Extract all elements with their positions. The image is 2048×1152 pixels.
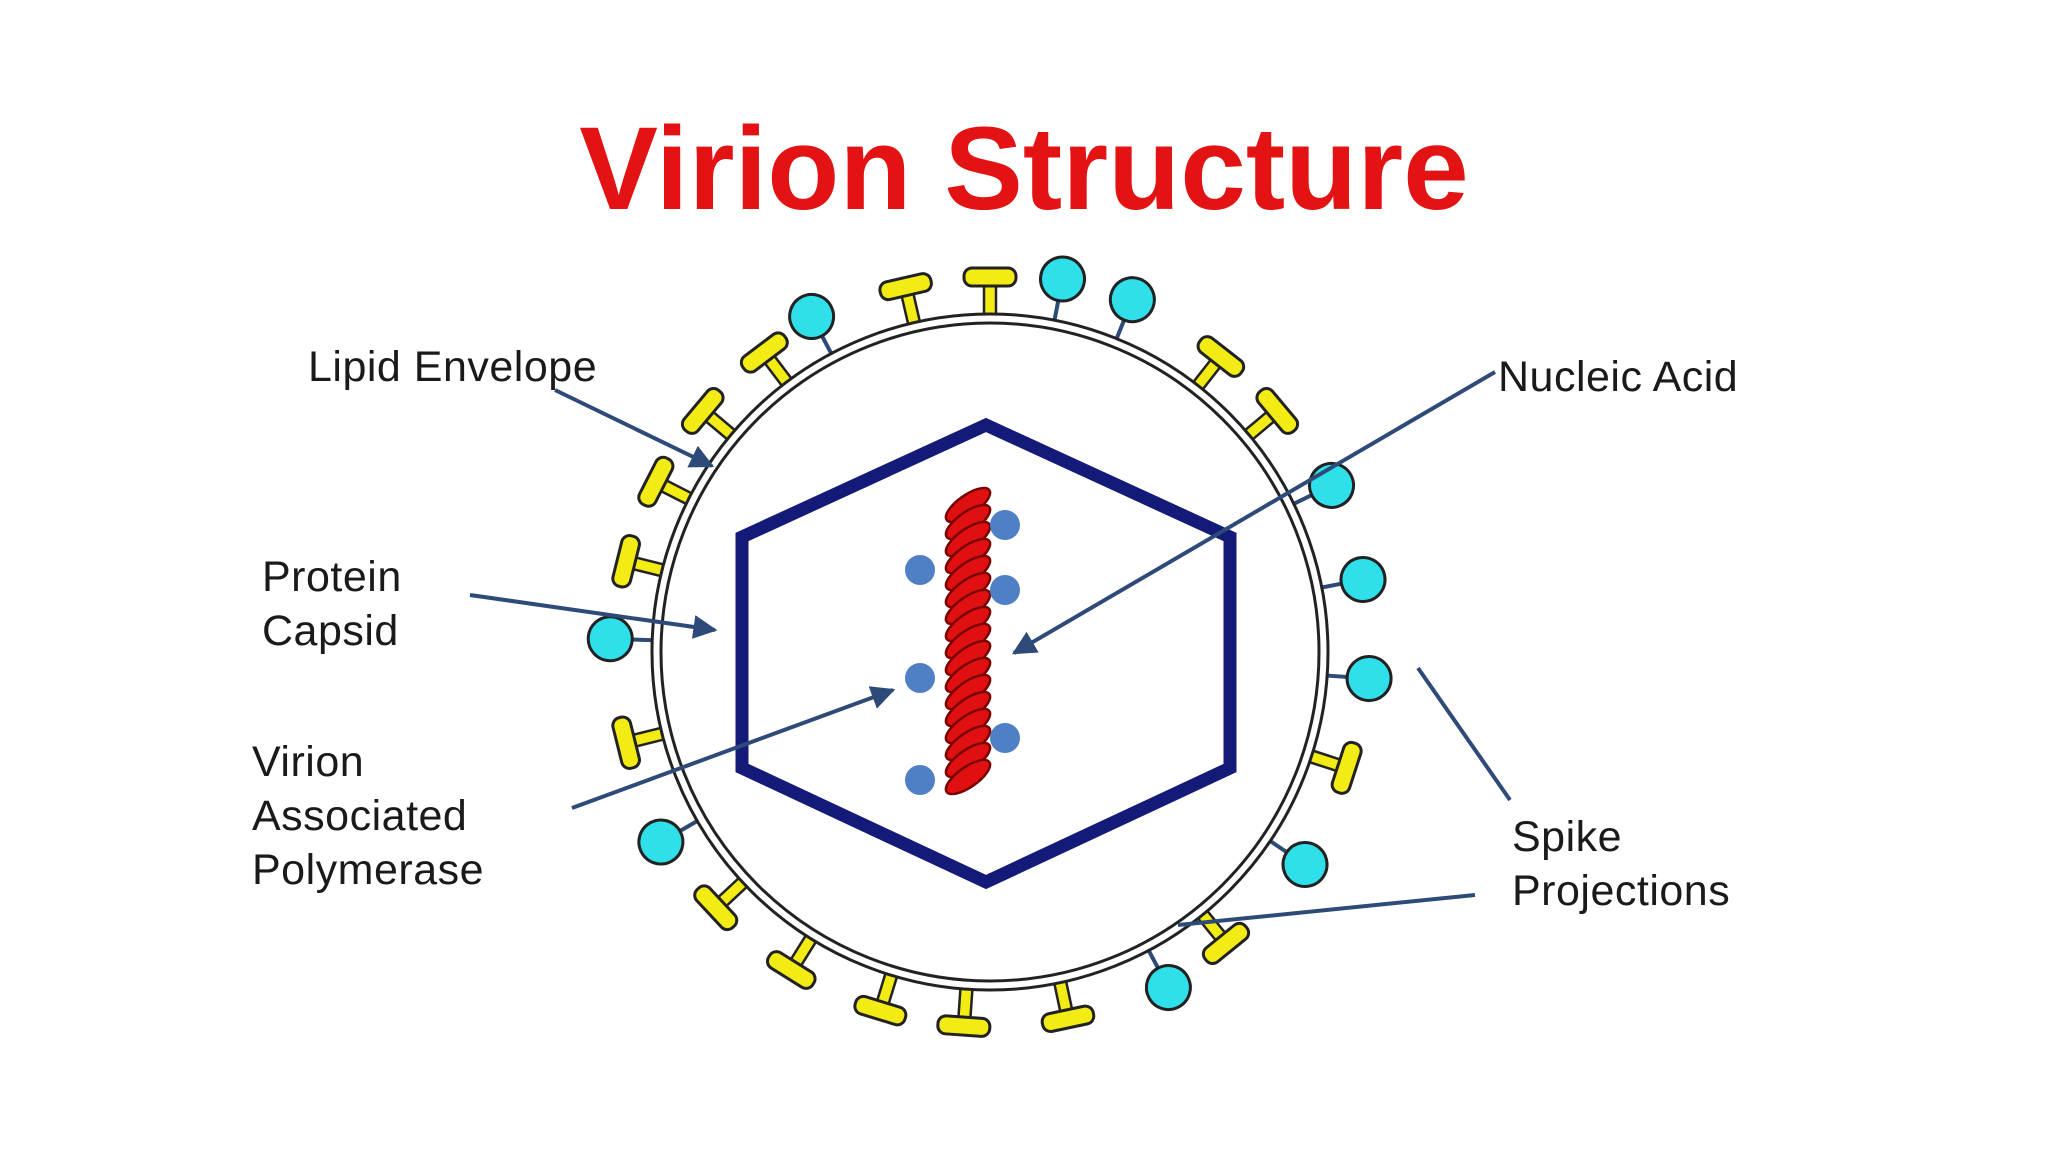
label-lipid-envelope: Lipid Envelope [308,340,597,394]
spike-head [1330,740,1363,795]
spike-knob [788,292,836,340]
spike-head [1255,387,1300,435]
pointer-protein-capsid [469,593,718,639]
spike-knob [1144,964,1192,1012]
pointer-nucleic-acid [1011,370,1497,655]
pointer-spike-upper [1416,666,1512,802]
protein-capsid [735,417,1237,890]
pointer-spike-lower [1177,893,1476,927]
polymerase-dot [990,510,1020,540]
spike-projection [936,985,992,1038]
spike-projections-group [586,255,1393,1038]
label-protein-capsid-line2: Capsid [262,607,399,655]
spike-head [1201,921,1251,966]
spike-projection-round [586,615,655,663]
spike-projection-round [637,818,701,866]
polymerase-dot [990,723,1020,753]
spike-projection-round [1144,947,1192,1012]
label-nucleic-acid-text: Nucleic Acid [1498,353,1739,401]
polymerase-dot [905,663,935,693]
label-spike-projections-line1: Spike [1512,813,1623,861]
polymerase-dot [990,575,1020,605]
spike-head [611,534,641,589]
nucleic-acid-coil [944,758,992,796]
spike-projection [1190,335,1246,393]
spike-head [853,994,908,1027]
label-spike-projections-line2: Projections [1512,867,1731,915]
label-lipid-envelope-text: Lipid Envelope [308,343,598,391]
spike-projection [1306,740,1363,795]
spike-projection [680,387,739,443]
spike-projection [1241,387,1300,443]
spike-head [1040,1004,1096,1034]
label-pointers [469,370,1512,927]
spike-head [878,272,933,302]
page-title: Virion Structure [579,103,1469,235]
label-virion-polymerase: Virion Associated Polymerase [252,735,484,897]
spike-projection [611,715,667,770]
spike-projection [878,272,933,328]
spike-projection-round [1039,255,1087,323]
label-virion-polymerase-line3: Polymerase [252,846,485,894]
label-spike-projections: Spike Projections [1512,810,1730,918]
spike-knob [1281,840,1329,888]
label-protein-capsid-line1: Protein [262,553,402,601]
spike-knob [1345,655,1393,703]
spike-knob [1339,555,1387,603]
spike-projection-round [1319,555,1387,603]
spike-knob [1308,461,1356,509]
polymerase-dot [905,765,935,795]
nucleic-acid [944,486,992,796]
spike-head [680,387,725,435]
spike-projection-round [788,292,836,357]
spike-projection-round [1267,838,1329,888]
spike-head [739,331,789,374]
spike-projection [693,874,751,932]
spike-knob [1108,276,1156,324]
spike-head [637,455,675,508]
spike-stem [982,282,998,318]
spike-knob [1039,255,1087,303]
spike-projection [1040,977,1096,1034]
label-protein-capsid: Protein Capsid [262,550,402,658]
spike-projection-round [1108,276,1156,342]
spike-knob [637,818,685,866]
polymerase-group [905,510,1020,795]
spike-projection [962,266,1018,318]
lipid-envelope [650,312,1330,992]
spike-knob [586,615,634,663]
pointer-lipid-envelope [554,388,715,468]
spike-projection [739,331,795,390]
spike-stem [957,985,974,1021]
spike-projection-round [1325,655,1393,703]
label-virion-polymerase-line2: Associated [252,792,468,840]
spike-head [962,266,1018,288]
label-virion-polymerase-line1: Virion [252,738,365,786]
spike-head [611,715,641,770]
spike-projection [853,970,908,1027]
pointer-polymerase [571,686,896,810]
spike-head [765,950,817,990]
polymerase-dot [905,555,935,585]
spike-head [936,1014,992,1038]
spike-head [693,884,739,932]
spike-head [1196,335,1246,378]
label-nucleic-acid: Nucleic Acid [1498,350,1738,404]
